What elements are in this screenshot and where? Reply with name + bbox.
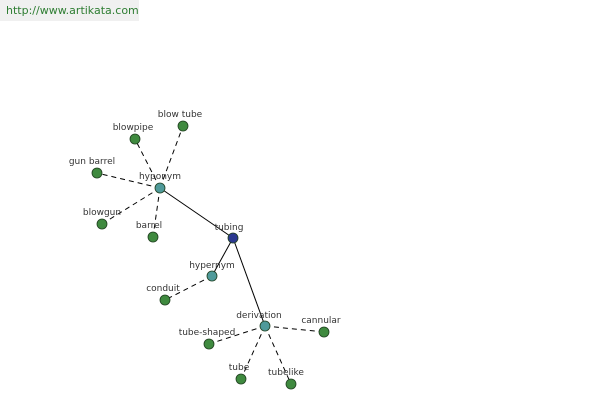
node-label-derivation: derivation	[236, 311, 282, 321]
node-label-blowpipe: blowpipe	[113, 123, 154, 133]
node-cannular[interactable]	[318, 326, 330, 338]
node-label-conduit: conduit	[146, 284, 180, 294]
node-label-tube-shaped: tube-shaped	[179, 328, 236, 338]
node-conduit[interactable]	[159, 294, 171, 306]
edge-derivation-to-tubelike	[264, 325, 292, 385]
node-label-gun-barrel: gun barrel	[69, 157, 115, 167]
node-gun-barrel[interactable]	[91, 167, 103, 179]
node-label-barrel: barrel	[136, 221, 162, 231]
edge-hyponym-to-blowpipe	[134, 138, 161, 189]
node-tubing[interactable]	[227, 232, 239, 244]
edge-derivation-to-cannular	[264, 325, 325, 333]
edge-tubing-to-derivation	[232, 237, 266, 327]
node-label-tubelike: tubelike	[268, 368, 304, 378]
labels-layer: tubing hyponym hypernym derivation blowpipe b…	[69, 110, 341, 378]
node-barrel[interactable]	[147, 231, 159, 243]
node-tube[interactable]	[235, 373, 247, 385]
edge-tubing-to-hypernym	[211, 237, 234, 277]
edge-hyponym-to-gun-barrel	[96, 172, 161, 189]
node-label-blow-tube: blow tube	[158, 110, 203, 120]
node-label-tube: tube	[229, 363, 250, 373]
node-label-tubing: tubing	[215, 223, 244, 233]
site-url-link[interactable]: http://www.artikata.com	[6, 4, 139, 17]
node-tubelike[interactable]	[285, 378, 297, 390]
node-label-hypernym: hypernym	[189, 261, 235, 271]
node-blowpipe[interactable]	[129, 133, 141, 145]
node-blow-tube[interactable]	[177, 120, 189, 132]
node-label-blowgun: blowgun	[83, 208, 121, 218]
edges-layer	[96, 125, 325, 385]
edge-derivation-to-tube-shaped	[208, 325, 266, 345]
node-blowgun[interactable]	[96, 218, 108, 230]
nodes-layer	[91, 120, 330, 390]
node-derivation[interactable]	[259, 320, 271, 332]
edge-hyponym-to-blow-tube	[159, 125, 184, 189]
node-tube-shaped[interactable]	[203, 338, 215, 350]
node-hypernym[interactable]	[206, 270, 218, 282]
node-hyponym[interactable]	[154, 182, 166, 194]
edge-hyponym-to-blowgun	[101, 187, 161, 225]
node-label-cannular: cannular	[301, 316, 341, 326]
url-bar: http://www.artikata.com	[0, 0, 139, 21]
edge-tubing-to-hyponym	[159, 187, 234, 239]
edge-derivation-to-tube	[240, 325, 266, 380]
node-label-hyponym: hyponym	[139, 172, 181, 182]
